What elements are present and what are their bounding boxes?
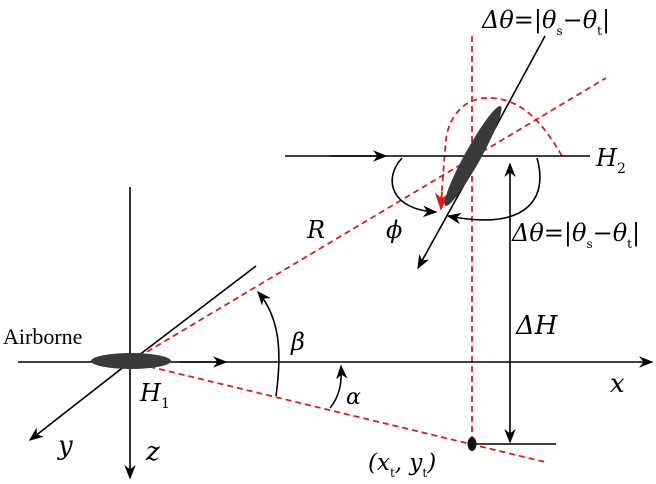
h1-label: H1 [139,379,170,412]
airborne-platform [91,353,171,369]
target-coordinate-label: (xt, yt) [368,450,436,480]
target-point [467,437,477,451]
phi-arc [391,157,438,218]
ground-projection-line [129,361,546,463]
range-r-label: R [306,216,325,244]
delta-theta-top-label: Δθ=|θs−θt| [481,6,610,38]
x-axis-label: x [610,369,625,399]
h2-label: H2 [595,144,626,177]
z-axis-label: z [145,437,160,467]
delta-theta-arc [446,157,541,225]
heading-arc-arrowhead [434,191,450,211]
delta-theta-right-label: Δθ=|θs−θt| [511,219,640,251]
alpha-arc [329,364,348,409]
alpha-label: α [346,385,361,410]
y-axis-upper [129,265,257,363]
upper-aircraft [444,105,502,207]
beta-arc [257,290,280,397]
slant-range-line [129,77,607,363]
y-axis-label: y [57,431,73,461]
y-axis [28,361,131,441]
airborne-label: Airborne [3,324,82,349]
heading-arc-dashed [440,97,563,201]
dashed-guides [129,36,607,463]
phi-label: ϕ [386,216,402,244]
beta-label: β [290,328,305,356]
delta-h-label: ΔH [515,311,559,341]
